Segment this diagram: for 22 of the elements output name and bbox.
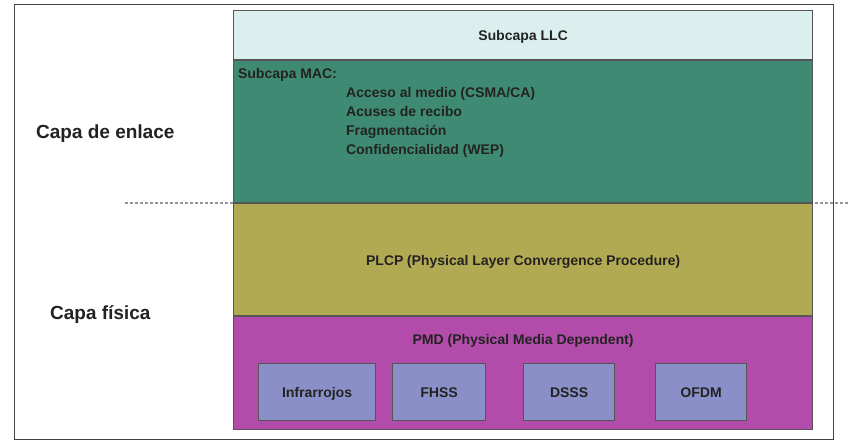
layer-title: PMD (Physical Media Dependent) [412,331,634,347]
sublayer-label: Infrarrojos [282,384,352,400]
layer-title: PLCP (Physical Layer Convergence Procedure) [366,252,680,268]
sublayer-box [258,363,376,421]
layer-title: Subcapa LLC [478,27,568,43]
layer-group-label: Capa física [50,303,150,325]
function-item: Acceso al medio (CSMA/CA) [346,84,536,100]
sublayer-label: DSSS [550,384,588,400]
sublayer-label: FHSS [420,384,458,400]
sublayer-box [655,363,747,421]
sublayer-label: OFDM [680,384,722,400]
layer-box [233,60,813,203]
layer-title: Subcapa MAC: [238,65,337,81]
layer-box [233,316,813,430]
function-item: Confidencialidad (WEP) [346,141,504,157]
sublayer-box [392,363,486,421]
function-item: Acuses de recibo [346,103,462,119]
layer-group-label: Capa de enlace [36,122,174,144]
layer-box [233,203,813,316]
sublayer-box [523,363,615,421]
layer-box [233,10,813,60]
function-item: Fragmentación [346,122,446,138]
